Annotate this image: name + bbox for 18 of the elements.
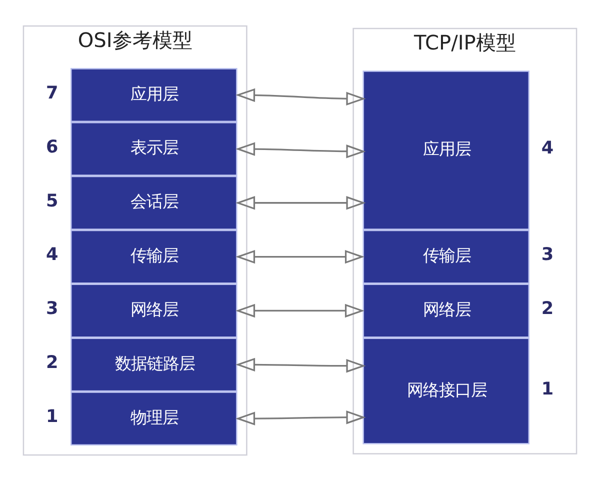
- node-label: 6: [46, 136, 58, 157]
- node-label: 3: [541, 244, 554, 265]
- node-label: 1: [46, 406, 58, 426]
- arrow: [235, 249, 365, 264]
- arrow: [235, 88, 366, 106]
- node-label: 7: [46, 82, 58, 103]
- arrow: [235, 357, 366, 372]
- node-label: 4: [541, 138, 554, 158]
- arrow: [235, 196, 366, 210]
- arrow: [235, 410, 366, 425]
- node-label: 3: [46, 298, 58, 319]
- node-label: 1: [541, 378, 554, 399]
- node-label: 2: [541, 298, 554, 319]
- node-label: 5: [46, 190, 58, 211]
- arrow: [235, 142, 366, 158]
- node-label: 2: [46, 352, 58, 373]
- node-label: 4: [46, 244, 58, 265]
- arrow: [235, 303, 365, 318]
